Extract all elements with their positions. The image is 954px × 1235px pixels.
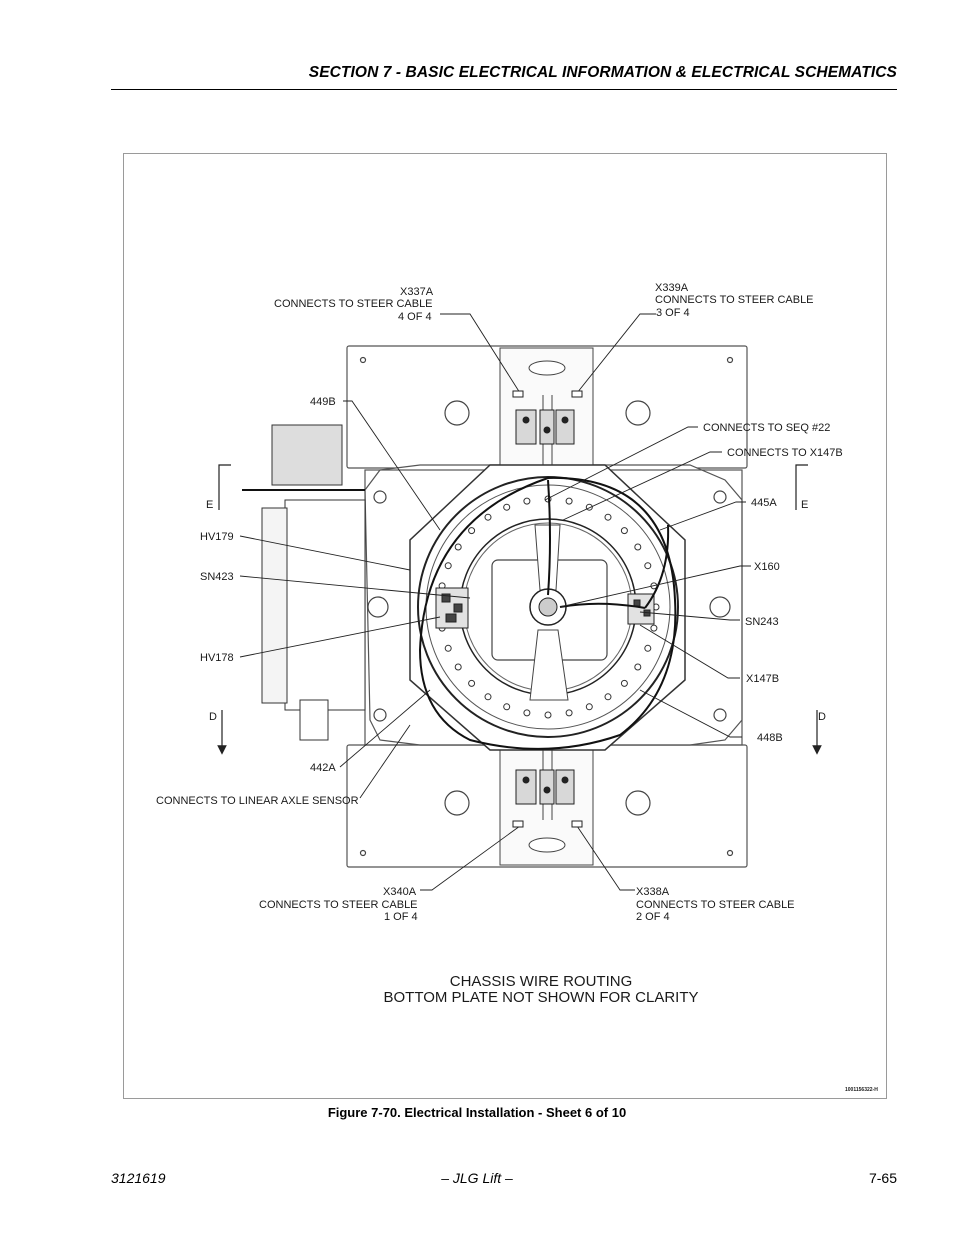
wire-harness — [419, 476, 677, 750]
label-x337a-num: 4 OF 4 — [398, 311, 432, 323]
mounting-holes — [359, 356, 734, 857]
bolt-hole — [634, 663, 642, 671]
label-sn423: SN423 — [200, 571, 234, 583]
bolt-hole — [544, 711, 552, 719]
section-arrows — [217, 464, 822, 755]
bolt-hole — [484, 693, 492, 701]
section-d-right: D — [818, 711, 826, 723]
bolt-hole — [444, 644, 452, 652]
label-445a: 445A — [751, 497, 777, 509]
bolt-hole — [650, 624, 658, 632]
bolt-hole — [468, 527, 476, 535]
bolt-hole — [454, 663, 462, 671]
figure-frame — [123, 153, 887, 1099]
label-x338a: X338A — [636, 886, 670, 898]
valve-block-bottom — [515, 769, 575, 805]
bolt-hole — [604, 513, 612, 521]
label-hv178: HV178 — [200, 652, 234, 664]
connector-marks — [512, 390, 583, 828]
section-title: SECTION 7 - BASIC ELECTRICAL INFORMATION… — [308, 64, 897, 81]
bolt-hole — [644, 644, 652, 652]
bolt-hole — [565, 497, 573, 505]
drawing-number: 1001156322-H — [845, 1087, 878, 1093]
label-x339a-desc: CONNECTS TO STEER CABLE — [655, 294, 814, 306]
bolt-hole — [454, 543, 462, 551]
label-x340a-num: 1 OF 4 — [384, 911, 418, 923]
bolt-hole — [620, 527, 628, 535]
valve-block-top — [515, 409, 575, 445]
note-line-2: BOTTOM PLATE NOT SHOWN FOR CLARITY — [383, 989, 698, 1006]
label-x338a-desc: CONNECTS TO STEER CABLE — [636, 899, 795, 911]
swivel-hub-center — [538, 597, 558, 617]
label-x339a-num: 3 OF 4 — [656, 307, 690, 319]
label-hv179: HV179 — [200, 531, 234, 543]
label-x147b: X147B — [746, 673, 779, 685]
label-x338a-num: 2 OF 4 — [636, 911, 670, 923]
label-442a: 442A — [310, 762, 336, 774]
bolt-hole — [585, 703, 593, 711]
label-448b: 448B — [757, 732, 783, 744]
label-x340a: X340A — [383, 886, 417, 898]
leader-lines — [239, 313, 751, 891]
bolt-hole — [444, 562, 452, 570]
note-line-1: CHASSIS WIRE ROUTING — [450, 973, 633, 990]
bolt-hole — [503, 703, 511, 711]
label-sn243: SN243 — [745, 616, 779, 628]
bolt-hole — [523, 497, 531, 505]
bolt-hole — [644, 562, 652, 570]
section-e-left: E — [206, 499, 213, 511]
page-number: 7-65 — [868, 1170, 897, 1186]
swivel-arm-bottom — [529, 629, 569, 701]
header-rule — [111, 89, 897, 90]
bolt-hole — [634, 543, 642, 551]
bolt-hole — [503, 503, 511, 511]
label-x339a: X339A — [655, 282, 689, 294]
bolt-hole — [620, 679, 628, 687]
label-x337a-desc: CONNECTS TO STEER CABLE — [274, 298, 433, 310]
bolt-hole — [604, 693, 612, 701]
doc-number: 3121619 — [111, 1170, 166, 1186]
center-brackets — [499, 347, 594, 866]
bolt-hole — [468, 679, 476, 687]
section-e-right: E — [801, 499, 808, 511]
left-electrical-assembly — [242, 424, 366, 741]
swivel-arm-top — [534, 524, 561, 591]
footer-brand: – JLG Lift – — [441, 1170, 513, 1186]
bolt-hole — [484, 513, 492, 521]
bolt-hole — [565, 709, 573, 717]
label-connects-x147b: CONNECTS TO X147B — [727, 447, 843, 459]
label-seq22: CONNECTS TO SEQ #22 — [703, 422, 830, 434]
right-sensor-block — [627, 593, 655, 625]
left-manifold — [435, 587, 469, 629]
label-x160: X160 — [754, 561, 780, 573]
label-x340a-desc: CONNECTS TO STEER CABLE — [259, 899, 418, 911]
label-x337a: X337A — [400, 286, 434, 298]
figure-caption: Figure 7-70. Electrical Installation - S… — [327, 1105, 627, 1120]
label-449b: 449B — [310, 396, 336, 408]
label-linear-axle: CONNECTS TO LINEAR AXLE SENSOR — [156, 795, 359, 807]
bolt-hole — [523, 709, 531, 717]
section-d-left: D — [209, 711, 217, 723]
